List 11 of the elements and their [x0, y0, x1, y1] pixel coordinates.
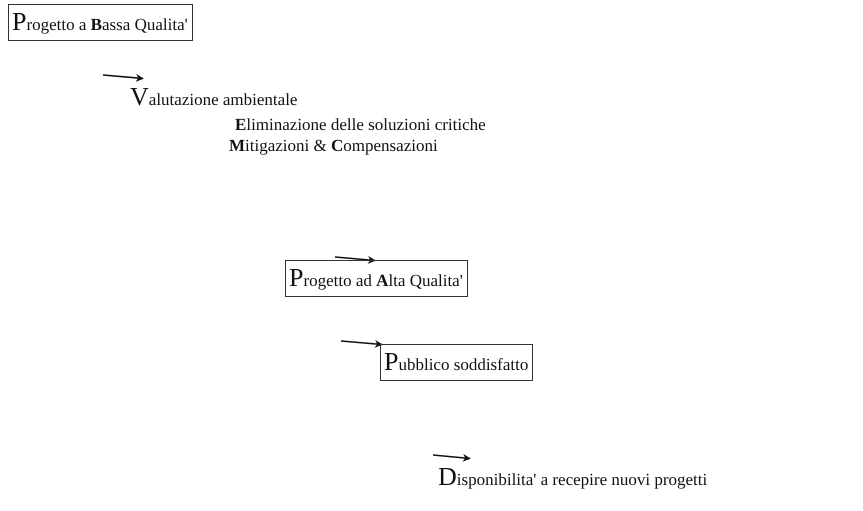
arrow [340, 340, 383, 348]
note-text: Mitigazioni & Compensazioni [229, 136, 438, 156]
note-text: Eliminazione delle soluzioni critiche [235, 115, 486, 135]
step-text: Disponibilita' a recepire nuovi progetti [438, 458, 708, 492]
step-text: Valutazione ambientale [130, 78, 298, 112]
arrow [102, 74, 144, 82]
arrow [432, 454, 471, 462]
arrow [334, 256, 376, 264]
process-box: Progetto ad Alta Qualita' [285, 260, 468, 297]
process-box: Progetto a Bassa Qualita' [8, 4, 193, 41]
process-box: Pubblico soddisfatto [380, 344, 534, 381]
